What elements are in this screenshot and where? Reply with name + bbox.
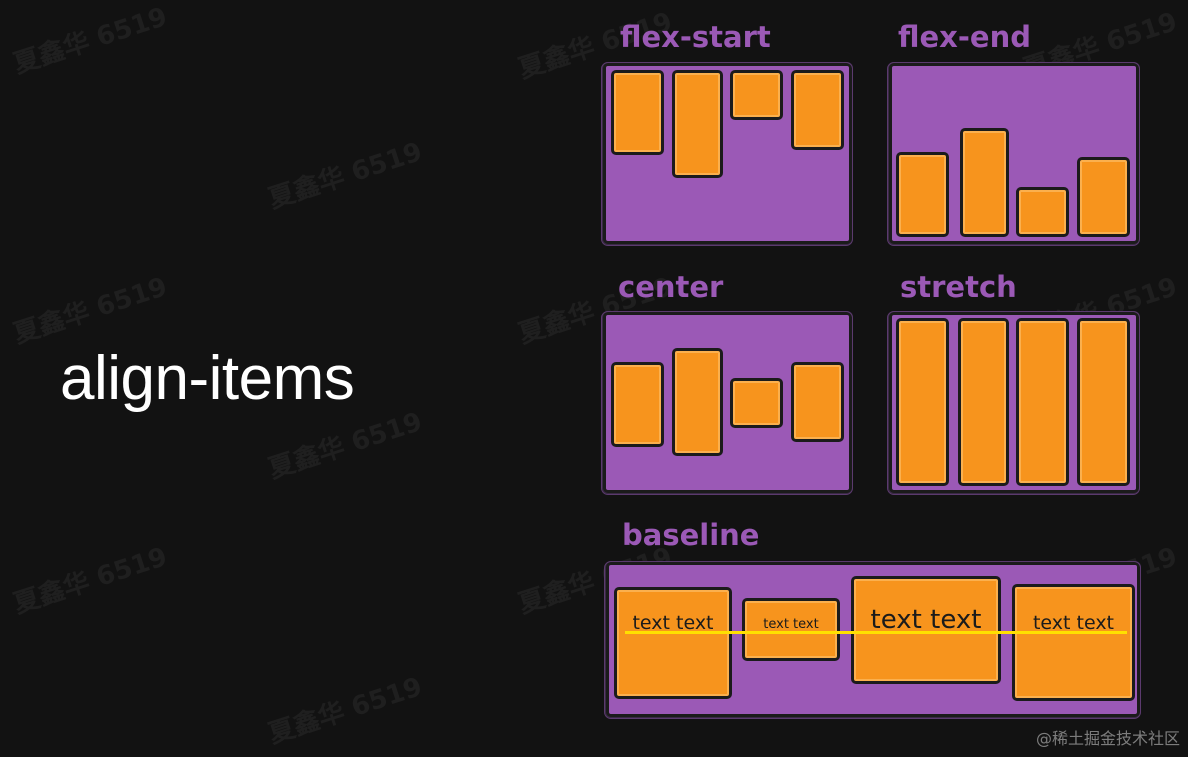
label-stretch: stretch — [900, 270, 1017, 304]
flex-item — [1016, 318, 1069, 486]
label-flex-start: flex-start — [620, 20, 771, 54]
label-flex-end: flex-end — [898, 20, 1031, 54]
item-text: text text — [763, 617, 819, 632]
flex-item — [730, 378, 783, 428]
flex-item — [730, 70, 783, 120]
flex-item — [611, 362, 664, 447]
item-text: text text — [870, 605, 982, 635]
watermark: 夏鑫华 6519 — [10, 1, 171, 80]
flex-item: text text — [742, 598, 840, 661]
watermark: 夏鑫华 6519 — [10, 271, 171, 350]
flex-item — [672, 348, 723, 456]
flex-item — [896, 318, 949, 486]
watermark: 夏鑫华 6519 — [265, 136, 426, 215]
flex-item — [672, 70, 723, 178]
flex-item: text text — [1012, 584, 1135, 701]
watermark: 夏鑫华 6519 — [10, 541, 171, 620]
flex-item — [791, 70, 844, 150]
flex-item — [791, 362, 844, 442]
item-text: text text — [632, 612, 714, 634]
flex-item: text text — [614, 587, 732, 699]
flex-item — [1077, 157, 1130, 237]
flex-item — [611, 70, 664, 155]
flex-item — [1077, 318, 1130, 486]
page-title: align-items — [60, 344, 355, 413]
watermark: 夏鑫华 6519 — [265, 671, 426, 750]
flex-item: text text — [851, 576, 1001, 684]
flex-item — [1016, 187, 1069, 237]
credit-text: @稀土掘金技术社区 — [1035, 729, 1180, 748]
baseline-line — [625, 631, 1127, 634]
flex-item — [958, 318, 1009, 486]
item-text: text text — [1032, 612, 1115, 634]
label-baseline: baseline — [622, 518, 760, 552]
flex-item — [960, 128, 1009, 237]
label-center: center — [618, 270, 724, 304]
flex-item — [896, 152, 949, 237]
